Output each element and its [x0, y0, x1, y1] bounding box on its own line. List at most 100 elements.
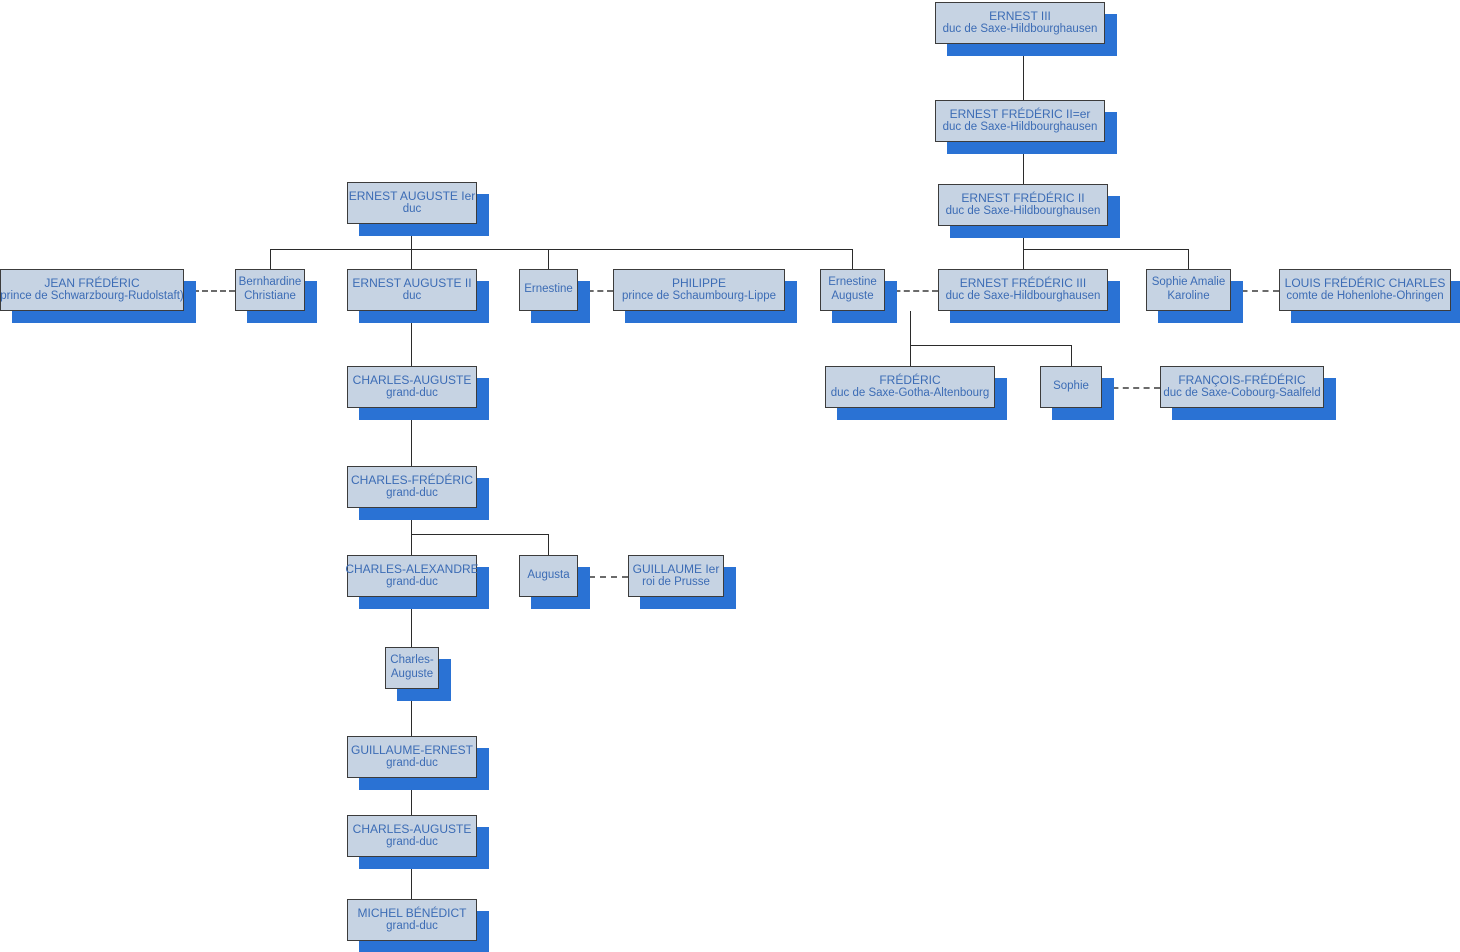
person-title: grand-duc	[386, 487, 438, 500]
person-name: LOUIS FRÉDÉRIC CHARLES	[1284, 276, 1446, 291]
connector-line	[910, 345, 911, 366]
person-title: prince de Schaumbourg-Lippe	[621, 290, 777, 303]
person-title: grand-duc	[386, 576, 438, 589]
connector-line	[411, 249, 412, 269]
connector-line	[910, 311, 911, 346]
person-node-sophie[interactable]: Sophie	[1040, 366, 1114, 420]
person-name: ERNEST III	[989, 9, 1051, 24]
connector-line	[1023, 249, 1024, 269]
person-name: Augusta	[527, 569, 570, 582]
person-name: CHARLES-FRÉDÉRIC	[351, 473, 474, 488]
person-title: duc	[402, 290, 422, 303]
person-name: GUILLAUME-ERNEST	[350, 743, 474, 758]
person-title: duc de Saxe-Hildbourghausen	[945, 290, 1101, 303]
person-name: Charles-	[390, 654, 434, 667]
person-title: Auguste	[831, 290, 874, 302]
person-title: comte de Hohenlohe-Ohringen	[1286, 290, 1444, 303]
person-node-ernestine[interactable]: Ernestine	[519, 269, 590, 323]
node-box[interactable]: Ernestine	[519, 269, 578, 311]
person-title: grand-duc	[386, 920, 438, 933]
connector-line	[1188, 249, 1189, 269]
person-name: Ernestine	[828, 276, 877, 289]
node-box[interactable]: Charles-Auguste	[385, 647, 439, 689]
person-node-augusta[interactable]: Augusta	[519, 555, 590, 609]
person-title: duc de Saxe-Cobourg-Saalfeld	[1163, 387, 1321, 400]
person-name: CHARLES-AUGUSTE	[352, 373, 472, 388]
connector-line	[411, 534, 548, 535]
connector-line	[270, 249, 853, 250]
person-name: Ernestine	[524, 283, 573, 296]
connector-line	[548, 534, 549, 555]
connector-line	[910, 345, 1071, 346]
person-name: PHILIPPE	[671, 276, 727, 291]
person-title: grand-duc	[386, 387, 438, 400]
person-name: MICHEL BÉNÉDICT	[357, 906, 467, 921]
person-title: roi de Prusse	[642, 576, 710, 589]
person-name: ERNEST FRÉDÉRIC III	[959, 276, 1087, 291]
person-title: Karoline	[1167, 290, 1210, 302]
connector-line	[852, 249, 853, 269]
person-name: JEAN FRÉDÉRIC	[44, 276, 140, 291]
connector-line	[1071, 345, 1072, 366]
person-name: CHARLES-AUGUSTE	[352, 822, 472, 837]
person-name: ERNEST AUGUSTE Ier	[348, 189, 476, 204]
person-node-charlesauguste0[interactable]: Charles-Auguste	[385, 647, 451, 701]
person-name: Sophie	[1053, 380, 1089, 393]
person-title: duc	[402, 203, 422, 216]
connector-line	[548, 249, 549, 269]
person-name: CHARLES-ALEXANDRE	[345, 562, 479, 577]
person-name: GUILLAUME Ier	[632, 562, 720, 577]
person-name: ERNEST FRÉDÉRIC II=er	[949, 107, 1091, 122]
node-box[interactable]: Augusta	[519, 555, 578, 597]
person-name: FRANÇOIS-FRÉDÉRIC	[1178, 373, 1306, 388]
person-name: ERNEST FRÉDÉRIC II	[961, 191, 1085, 206]
node-box[interactable]: Sophie	[1040, 366, 1102, 408]
person-name: FRÉDÉRIC	[879, 373, 941, 388]
person-title: duc de Saxe-Hildbourghausen	[942, 23, 1098, 36]
